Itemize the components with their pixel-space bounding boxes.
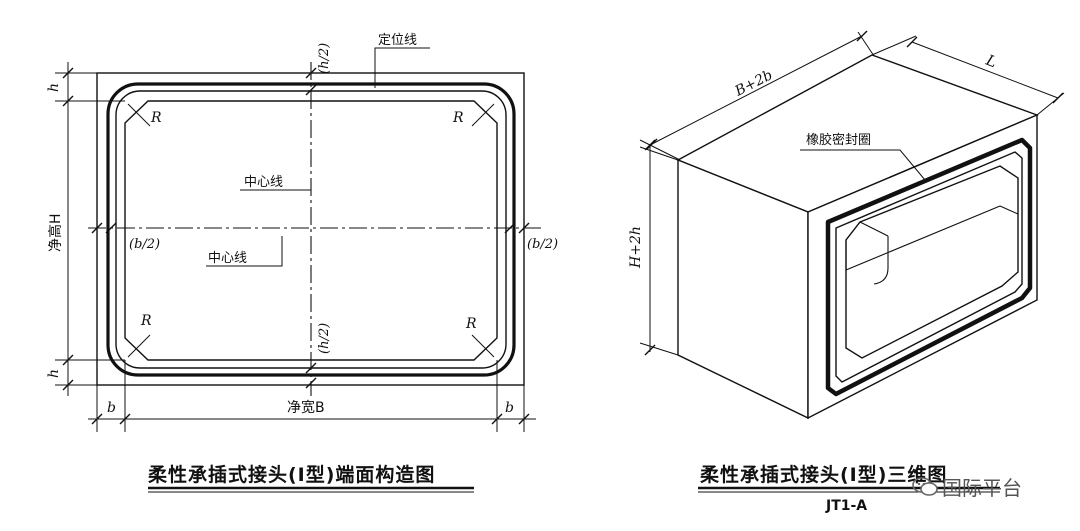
watermark: 国际平台 (912, 472, 1022, 501)
clear-width-label: 净宽B (287, 399, 325, 416)
center-line-h-label: 中心线 (208, 251, 247, 266)
rubber-ring (825, 137, 1033, 397)
inner-opening-3d (845, 165, 1019, 359)
width-dim-3d (651, 35, 863, 145)
radius-label-tr: R (452, 110, 464, 126)
radius-label-br: R (465, 316, 477, 332)
radius-label-bl: R (140, 313, 152, 329)
right-caption: 柔性承插式接头(Ⅰ型)三维图 (700, 464, 948, 486)
h-top-label: h (46, 83, 62, 92)
half-b-left-label: (b/2) (129, 237, 160, 252)
width-dim-3d-label: B+2b (732, 67, 776, 100)
locating-line-leader (374, 47, 430, 88)
three-d-drawing (639, 30, 1065, 420)
half-b-right-label: (b/2) (527, 237, 558, 252)
clear-height-label: 净高H (47, 213, 64, 252)
locating-line-label: 定位线 (378, 33, 417, 48)
radius-label-tl: R (150, 110, 162, 126)
drawing-code: JT1-A (826, 498, 868, 514)
box-front-face (807, 113, 1038, 420)
b-right-label: b (505, 400, 514, 416)
inner-opening (124, 100, 498, 361)
b-left-label: b (107, 400, 116, 416)
rubber-ring-leader (800, 149, 926, 181)
wechat-icon (912, 476, 938, 498)
watermark-text: 国际平台 (942, 476, 1022, 500)
height-dim-3d-label: H+2h (628, 226, 644, 269)
center-line-h-leader (206, 236, 283, 267)
length-dim-3d (911, 41, 1059, 99)
length-dim-3d-label: L (983, 51, 1000, 72)
rubber-ring-label: 橡胶密封圈 (806, 132, 871, 148)
center-line-v-label: 中心线 (244, 175, 283, 190)
end-face-drawing (55, 47, 544, 432)
left-caption: 柔性承插式接头(Ⅰ型)端面构造图 (148, 464, 436, 486)
half-h-top-label: (h/2) (317, 43, 332, 74)
h-bottom-label: h (46, 369, 62, 378)
half-h-bottom-label: (h/2) (317, 323, 332, 354)
